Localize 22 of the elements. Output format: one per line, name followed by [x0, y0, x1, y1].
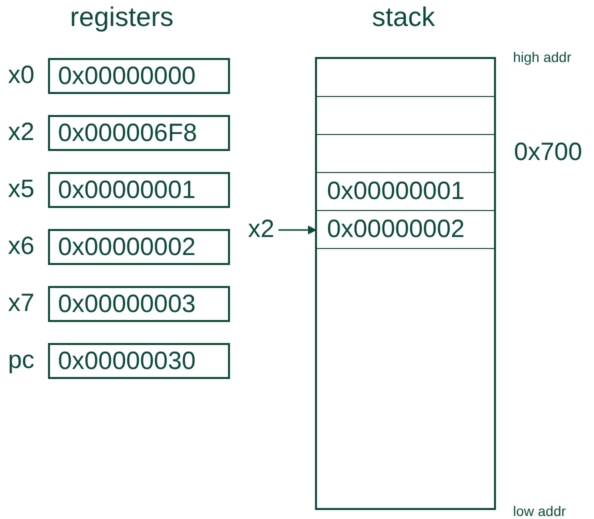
- register-name: x0: [8, 60, 34, 90]
- address-label: high addr: [513, 49, 572, 65]
- register-box: 0x00000030: [48, 343, 230, 379]
- register-name: x2: [8, 117, 34, 147]
- register-box: 0x000006F8: [48, 115, 230, 151]
- register-name: pc: [8, 345, 34, 375]
- register-box: 0x00000003: [48, 286, 230, 322]
- address-label: 0x700: [514, 138, 582, 167]
- heading: registers: [70, 2, 174, 33]
- register-name: x6: [8, 231, 34, 261]
- stack-frame: [315, 57, 496, 510]
- stack-slot: 0x00000001: [317, 173, 494, 211]
- stack-slot: 0x00000002: [317, 211, 494, 249]
- register-name: x5: [8, 174, 34, 204]
- pointer-label: x2: [248, 214, 274, 244]
- arrow: [278, 226, 317, 234]
- register-name: x7: [8, 288, 34, 318]
- register-box: 0x00000002: [48, 229, 230, 265]
- address-label: low addr: [513, 503, 566, 519]
- register-box: 0x00000000: [48, 58, 230, 94]
- register-box: 0x00000001: [48, 172, 230, 208]
- heading: stack: [372, 2, 436, 33]
